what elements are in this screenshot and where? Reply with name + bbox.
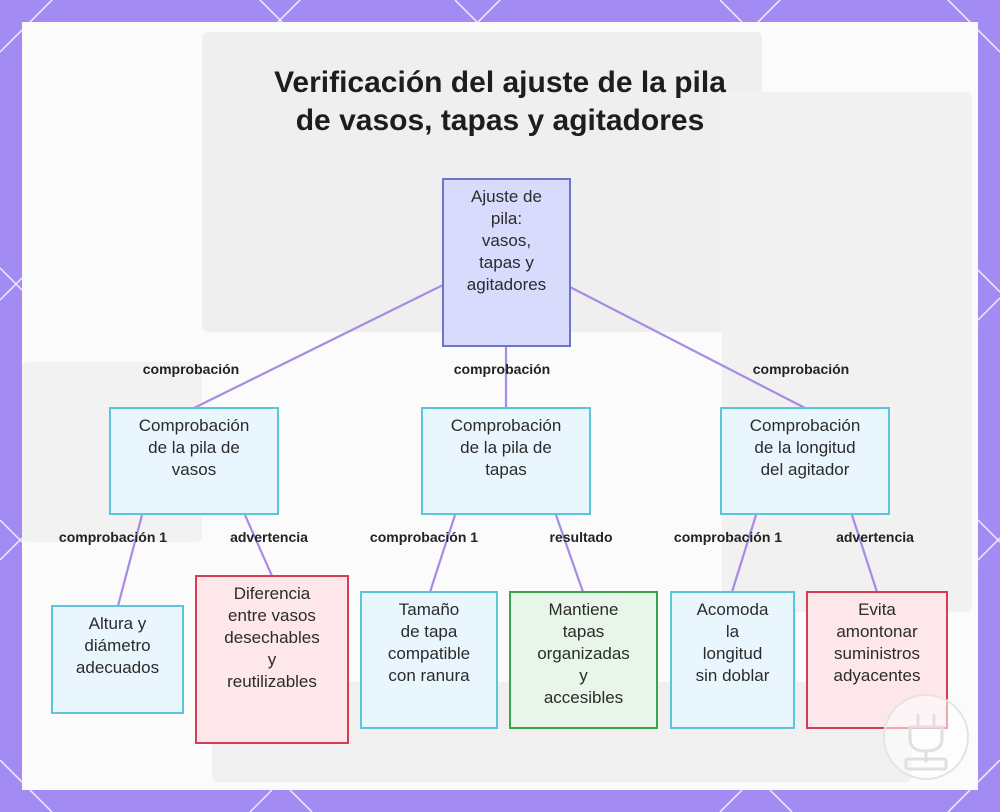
node-line: de tapa [400,622,458,641]
node-text: Altura y diámetro adecuados [76,613,159,679]
edge-label-stirrer-fit: comprobación 1 [673,529,783,545]
node-line: suministros [834,644,920,663]
node-line: del agitador [760,460,850,479]
node-line: Ajuste de [471,187,542,206]
edge-label-lids-size: comprobación 1 [369,529,479,545]
edge-cups-warning [243,514,274,577]
node-lids-size: Tamaño de tapa compatible con ranura [360,591,498,729]
edge-root-cups [193,284,444,409]
title-line: Verificación del ajuste de la pila [274,66,726,99]
edge-label-stirrer-warning: advertencia [836,529,914,545]
node-lids-result: Mantiene tapas organizadas y accesibles [509,591,658,729]
edge-label-lids-result: resultado [549,529,613,545]
node-line: tapas [562,622,605,641]
edge-lids-result [554,514,585,593]
edge-label-root-cups: comprobación [142,361,240,377]
node-text: Ajuste de pila: vasos, tapas y agitadore… [467,186,546,296]
node-text: Comprobación de la pila de vasos [139,415,250,481]
node-line: compatible [387,644,471,663]
background-blur-shape [722,92,972,612]
plug-icon [883,694,969,780]
node-line: organizadas [537,644,630,663]
node-line: vasos, [481,231,532,250]
node-line: tapas y [479,253,534,272]
edge-stirrer-warning [850,514,879,593]
node-text: Comprobación de la pila de tapas [451,415,562,481]
node-text: Mantiene tapas organizadas y accesibles [537,599,630,709]
node-line: con ranura [388,666,470,685]
edge-stirrer-fit [730,514,758,593]
node-line: diámetro [84,636,151,655]
node-text: Tamaño de tapa compatible con ranura [388,599,470,687]
node-text: Comprobación de la longitud del agitador [750,415,861,481]
edge-label-root-stirrer: comprobación [752,361,850,377]
node-stirrer-fit: Acomoda la longitud sin doblar [670,591,795,729]
edge-label-cups-height: comprobación 1 [58,529,168,545]
node-line: de la longitud [754,438,856,457]
node-line: tapas [485,460,527,479]
node-line: longitud [702,644,763,663]
node-line: Acomoda [696,600,769,619]
node-line: reutilizables [227,672,317,691]
node-root: Ajuste de pila: vasos, tapas y agitadore… [442,178,571,347]
node-line: Altura y [88,614,147,633]
node-line: adecuados [75,658,160,677]
node-line: Comprobación [450,416,562,435]
node-line: Diferencia [233,584,311,603]
node-line: vasos [171,460,217,479]
node-line: agitadores [466,275,547,294]
node-line: de la pila de [148,438,240,457]
node-line: la [725,622,740,641]
node-lids-check: Comprobación de la pila de tapas [421,407,591,515]
node-text: Acomoda la longitud sin doblar [696,599,770,687]
edge-root-stirrer [569,286,806,409]
node-cups-check: Comprobación de la pila de vasos [109,407,279,515]
node-line: Comprobación [138,416,250,435]
node-line: desechables [224,628,320,647]
node-text: Evita amontonar suministros adyacentes [834,599,921,687]
node-cups-height: Altura y diámetro adecuados [51,605,184,714]
node-line: adyacentes [833,666,921,685]
edge-lids-size [428,514,457,593]
node-stirrer-check: Comprobación de la longitud del agitador [720,407,890,515]
node-cups-warning: Diferencia entre vasos desechables y reu… [195,575,349,744]
node-line: entre vasos [228,606,316,625]
node-line: Comprobación [749,416,861,435]
node-line: y [579,666,588,685]
node-line: amontonar [836,622,918,641]
node-line: Mantiene [548,600,619,619]
node-line: pila: [490,209,523,228]
edge-cups-height [116,514,144,607]
edge-label-root-lids: comprobación [453,361,551,377]
node-line: y [267,650,277,669]
node-text: Diferencia entre vasos desechables y reu… [224,583,319,693]
node-line: sin doblar [695,666,770,685]
title-line: de vasos, tapas y agitadores [295,104,705,137]
node-line: accesibles [543,688,624,707]
diagram-title: Verificación del ajuste de la pila de va… [0,64,1000,140]
node-line: Tamaño [398,600,460,619]
edge-label-cups-warning: advertencia [230,529,308,545]
node-line: de la pila de [460,438,552,457]
node-line: Evita [858,600,896,619]
